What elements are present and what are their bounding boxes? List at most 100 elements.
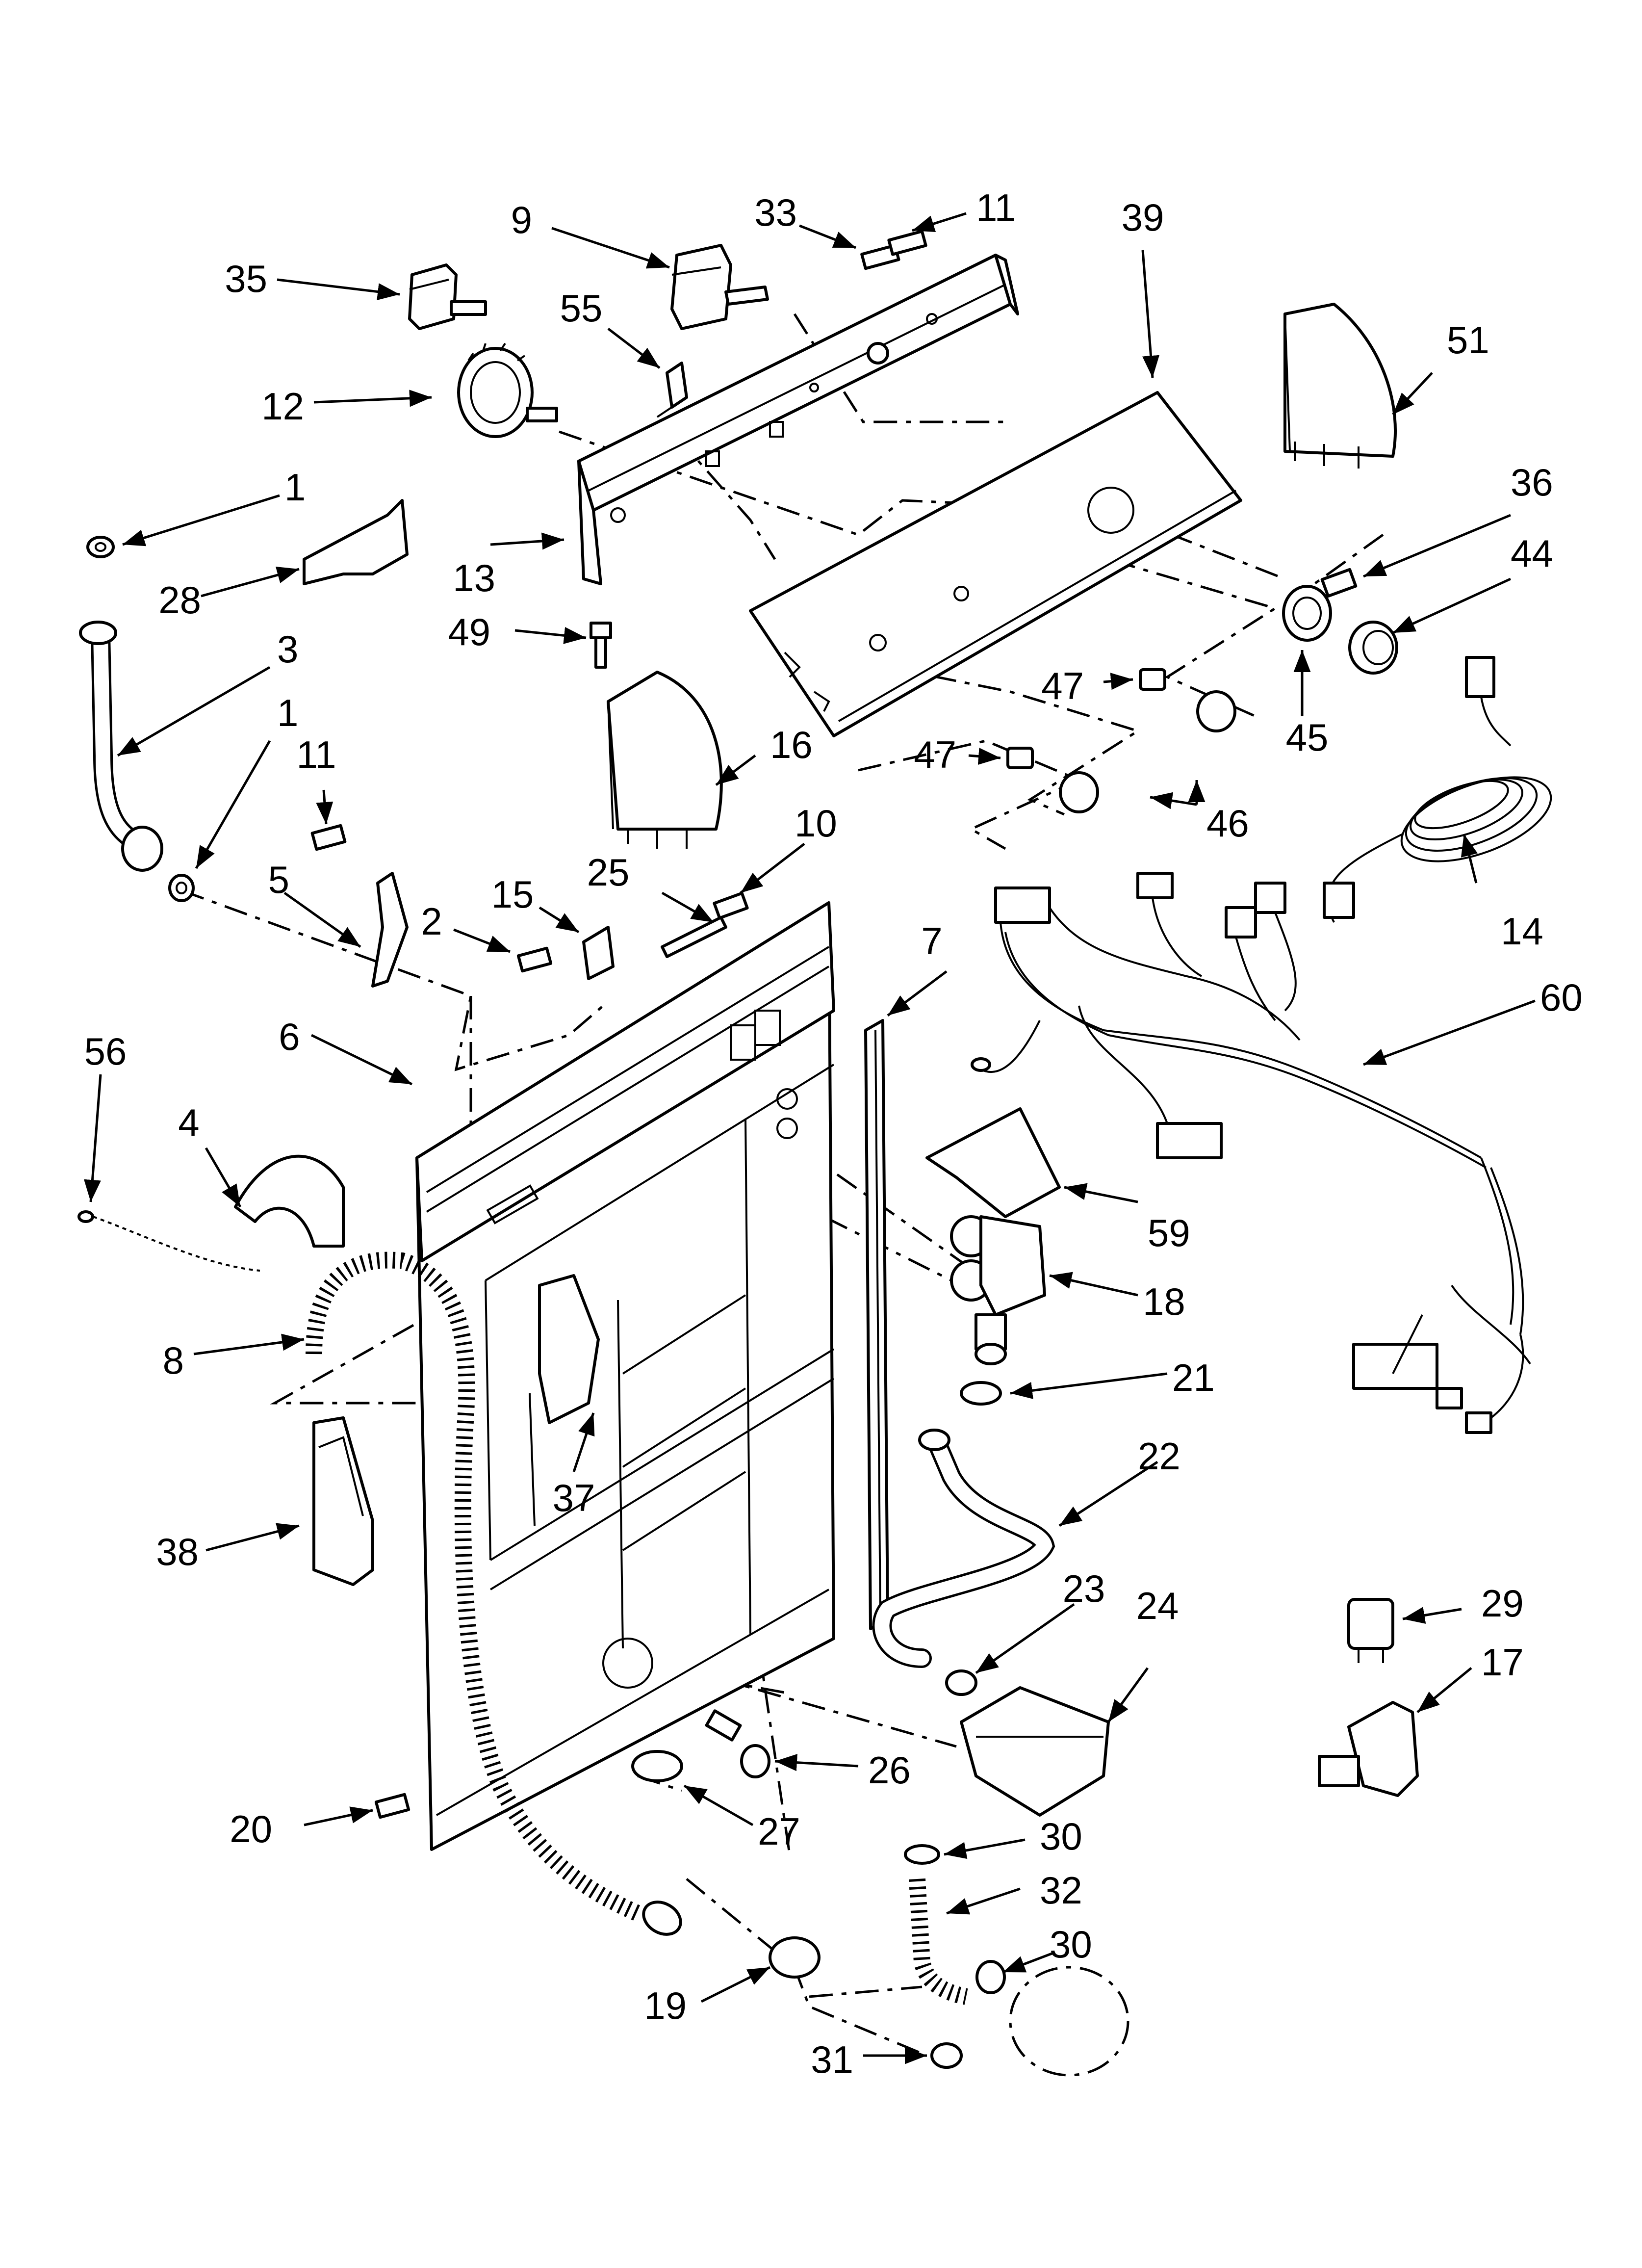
- callout-32: 32: [1040, 1869, 1082, 1912]
- callout-25: 25: [587, 851, 630, 894]
- part-36-screw: [1320, 568, 1358, 598]
- callout-14: 14: [1501, 910, 1543, 953]
- callout-17: 17: [1481, 1641, 1524, 1684]
- callout-47-top: 47: [1041, 664, 1084, 707]
- callout-1-bottom: 1: [277, 691, 298, 734]
- part-2-screw: [516, 946, 553, 973]
- part-7-strip: [864, 1019, 889, 1630]
- part-10-screw: [713, 891, 749, 920]
- callout-2: 2: [421, 900, 442, 943]
- part-25-strip: [661, 916, 727, 958]
- part-31-clamp: [930, 2042, 963, 2069]
- part-6-rear-panel: [415, 901, 835, 1851]
- callout-49: 49: [448, 610, 490, 653]
- part-39-console-panel: [749, 391, 1242, 737]
- part-13-console-bracket: [577, 254, 1019, 585]
- callout-28: 28: [158, 578, 201, 622]
- callout-19: 19: [644, 1984, 687, 2027]
- callout-24: 24: [1136, 1584, 1179, 1627]
- part-45-knob: [1282, 585, 1332, 642]
- callout-47-bottom: 47: [914, 733, 956, 776]
- part-18-water-valve: [950, 1215, 1046, 1365]
- part-24-pump-bracket: [960, 1686, 1110, 1817]
- callout-22: 22: [1138, 1434, 1180, 1478]
- callout-18: 18: [1143, 1280, 1185, 1323]
- part-4-clip: [234, 1154, 345, 1248]
- part-11-screw-top: [887, 230, 927, 256]
- part-44-knob: [1348, 621, 1398, 675]
- callout-10: 10: [795, 802, 837, 845]
- part-30-clamp-top: [904, 1844, 940, 1865]
- callout-35: 35: [225, 257, 267, 300]
- part-47-knob-top: [1139, 668, 1236, 732]
- part-14-power-cord: [1323, 656, 1552, 923]
- callout-27: 27: [758, 1810, 800, 1853]
- callout-56: 56: [84, 1030, 127, 1073]
- part-1-washer-bottom: [168, 874, 195, 902]
- part-15-clip: [582, 926, 615, 980]
- callout-51: 51: [1447, 318, 1489, 362]
- callout-1-top: 1: [284, 466, 306, 509]
- callout-4: 4: [178, 1101, 199, 1144]
- part-11-screw-left: [310, 824, 347, 851]
- part-22-hose: [872, 1429, 1055, 1668]
- part-5-bracket: [371, 872, 409, 988]
- callout-11-left: 11: [297, 733, 336, 776]
- part-9-switch: [670, 244, 769, 330]
- part-30-clamp-bottom: [975, 1960, 1006, 1994]
- part-27-clamp: [631, 1750, 683, 1782]
- callout-labels: 9 33 11 39 35 55 51 12 1 36 28 13 44 3 4…: [84, 186, 1583, 2081]
- part-1-nut-top: [86, 536, 115, 558]
- part-19-clamp: [769, 1936, 821, 1979]
- callout-44: 44: [1511, 532, 1553, 575]
- part-20-screw: [374, 1793, 410, 1819]
- callout-38: 38: [156, 1530, 199, 1573]
- part-23-clamp: [945, 1669, 977, 1696]
- callout-30-bottom: 30: [1050, 1923, 1092, 1966]
- part-35-switch: [408, 263, 487, 330]
- part-32-hose: [909, 1878, 968, 2005]
- callout-11-top: 11: [976, 186, 1016, 229]
- callout-20: 20: [230, 1807, 272, 1851]
- callout-60: 60: [1540, 976, 1583, 1019]
- part-55-clip: [656, 362, 688, 418]
- part-51-endcap: [1283, 303, 1397, 469]
- part-17-pump: [1318, 1701, 1419, 1797]
- part-38-guide: [312, 1416, 374, 1586]
- callout-15: 15: [491, 873, 534, 916]
- callout-45: 45: [1286, 716, 1329, 759]
- callout-16: 16: [770, 723, 813, 766]
- callout-36: 36: [1511, 461, 1553, 504]
- callout-59: 59: [1148, 1211, 1190, 1254]
- callout-29: 29: [1481, 1582, 1524, 1625]
- callout-30-top: 30: [1040, 1815, 1082, 1858]
- callout-55: 55: [560, 287, 603, 330]
- part-28-bracket: [303, 499, 409, 585]
- callout-5: 5: [268, 858, 289, 901]
- part-59-bracket: [925, 1107, 1061, 1218]
- callout-13: 13: [453, 556, 495, 600]
- callout-31: 31: [811, 2038, 853, 2081]
- part-60-wire-harness: [971, 872, 1531, 1434]
- callout-46: 46: [1206, 802, 1249, 845]
- part-37-clip: [538, 1274, 600, 1424]
- part-56-tie-strap: [77, 1210, 260, 1272]
- part-12-selector: [457, 342, 558, 438]
- callout-7: 7: [921, 919, 942, 963]
- callout-39: 39: [1122, 196, 1164, 239]
- part-49-screw: [590, 622, 612, 669]
- callout-37: 37: [553, 1476, 595, 1519]
- callout-21: 21: [1172, 1356, 1215, 1399]
- part-26-plug: [705, 1709, 770, 1778]
- part-47-knob-bottom: [1006, 747, 1099, 813]
- part-8-drain-hose: [306, 1251, 682, 1936]
- callout-33: 33: [754, 191, 797, 234]
- part-21-clamp: [960, 1381, 1002, 1406]
- pump-outlet-outline: [1009, 1966, 1129, 2077]
- parts: [77, 230, 1552, 2077]
- part-29-capacitor: [1347, 1598, 1394, 1663]
- callout-12: 12: [261, 385, 304, 428]
- callout-6: 6: [279, 1015, 300, 1058]
- callout-8: 8: [163, 1339, 184, 1382]
